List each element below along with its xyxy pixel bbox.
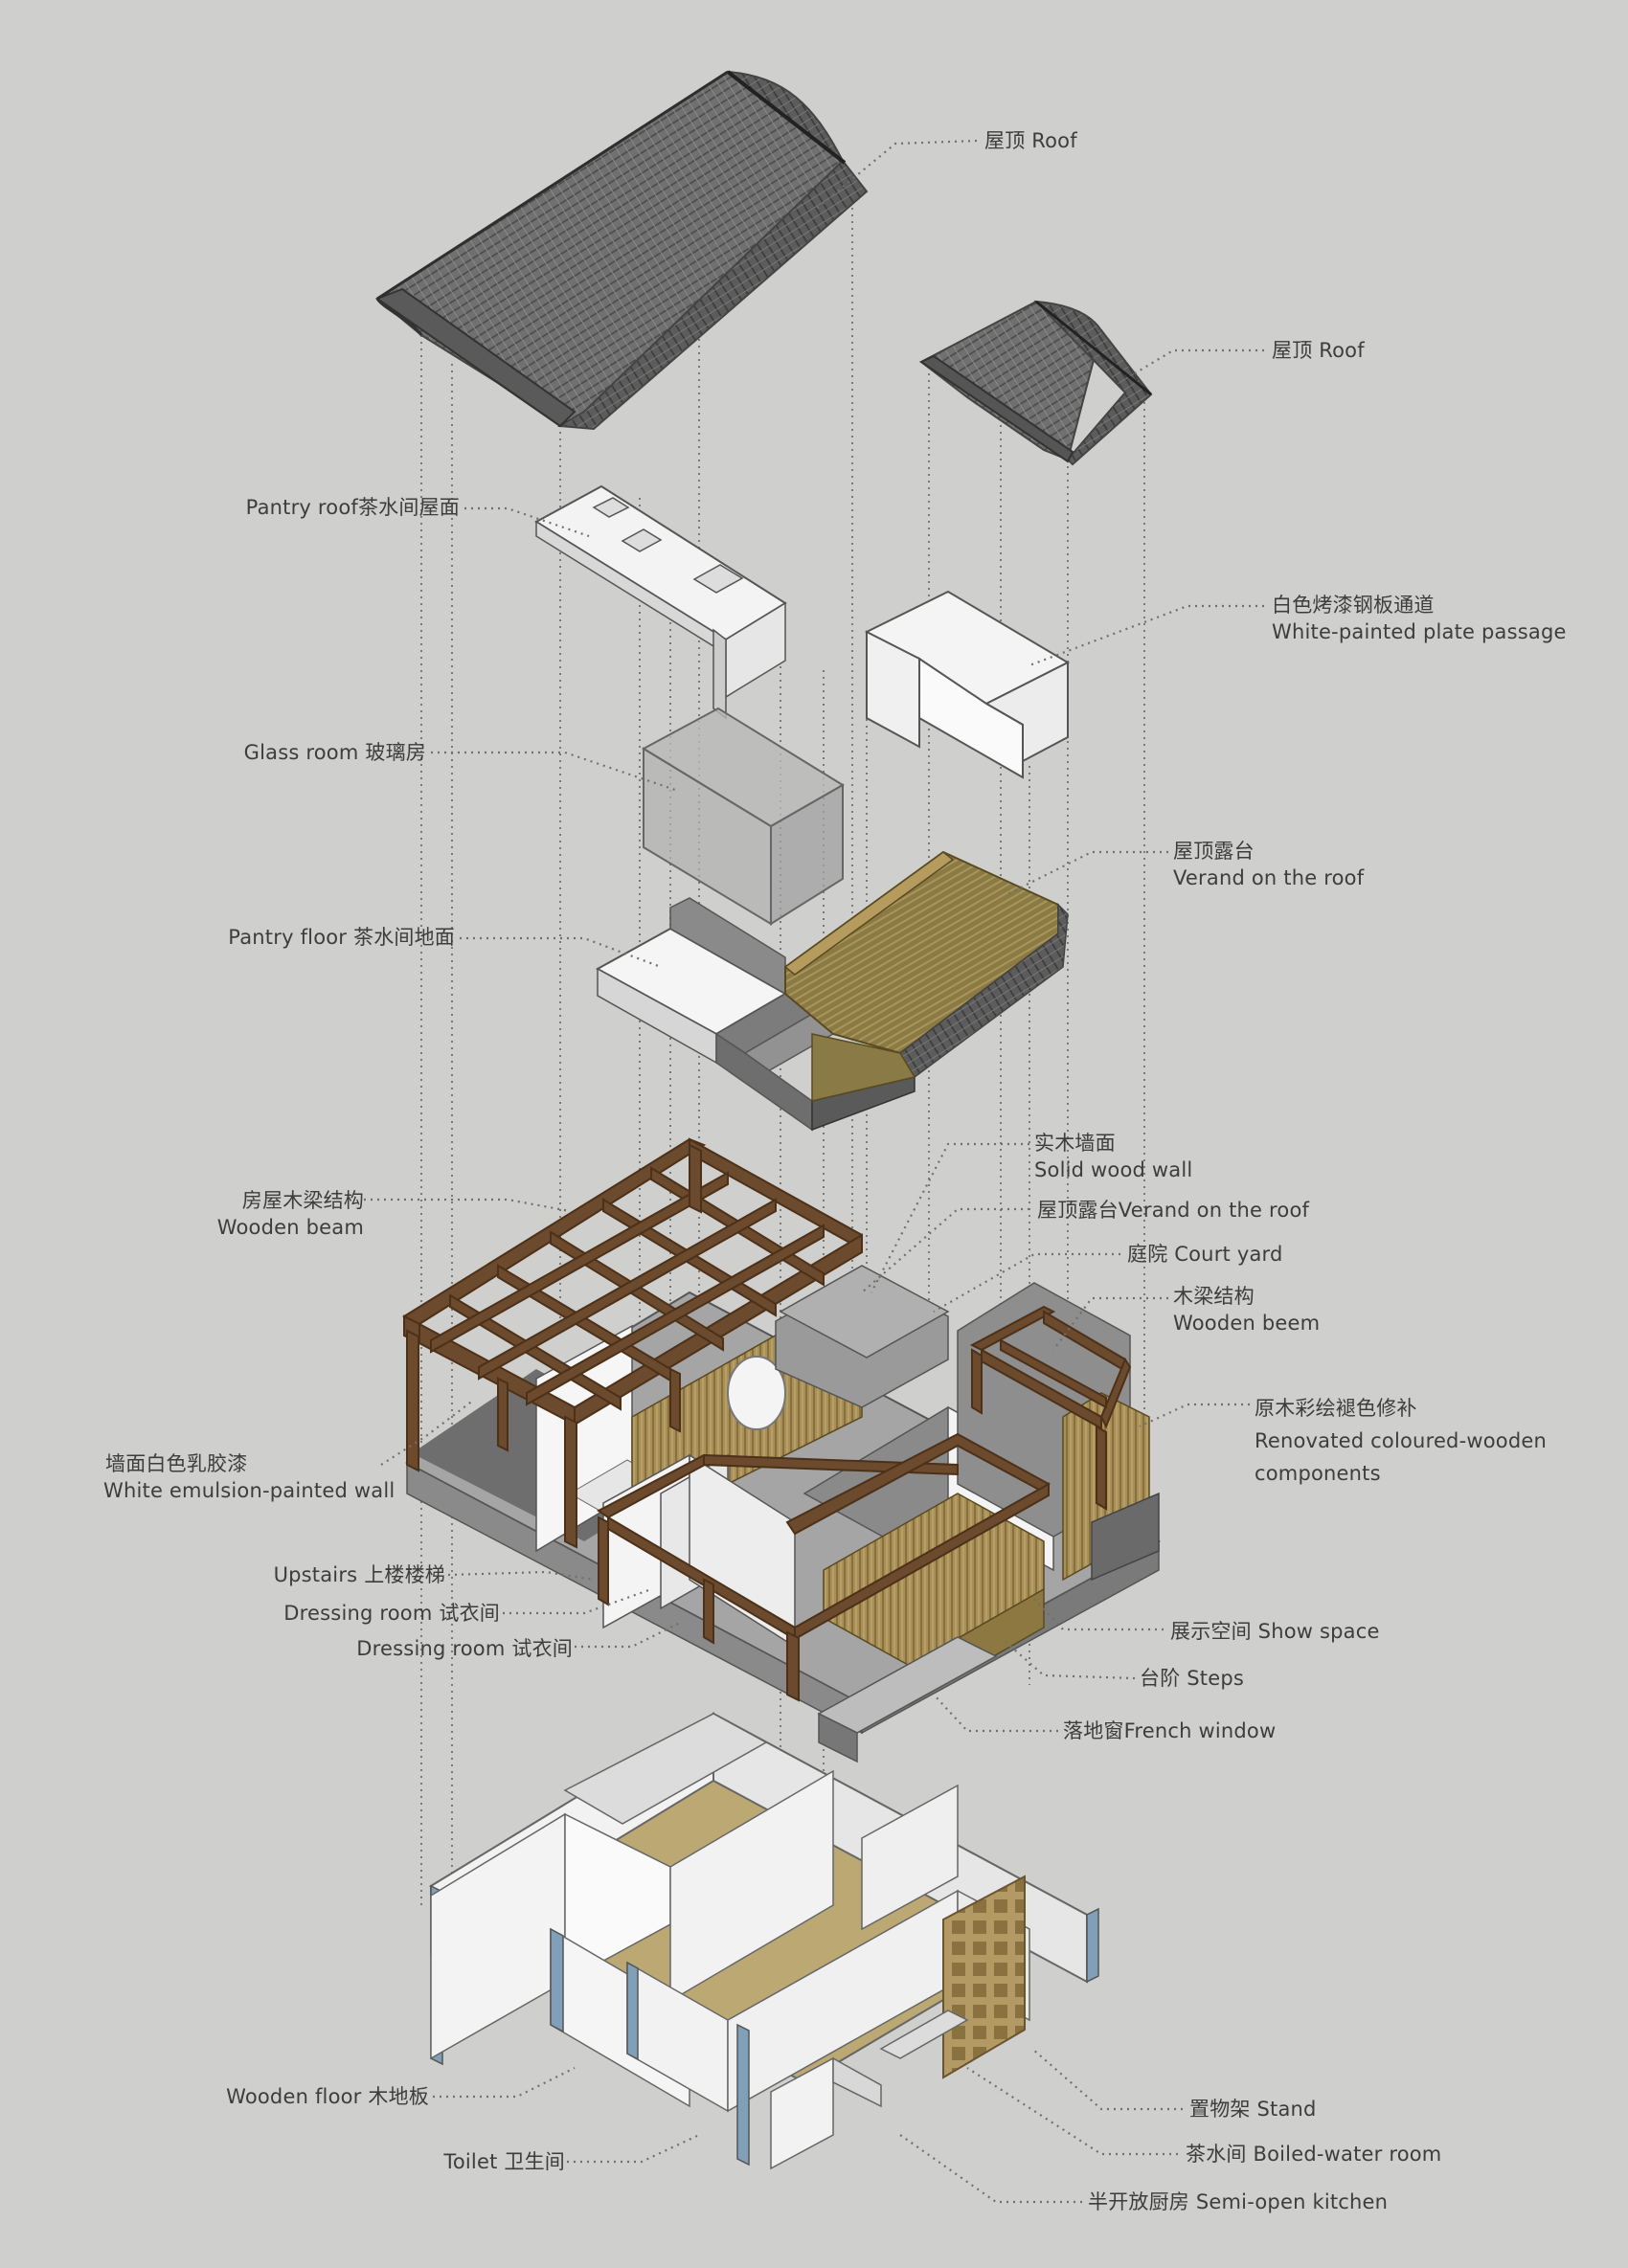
label-renovated-cn: 原木彩绘褪色修补 bbox=[1255, 1397, 1417, 1420]
label-upstairs: Upstairs 上楼楼梯 bbox=[273, 1563, 445, 1586]
label-wooden-floor: Wooden floor 木地板 bbox=[226, 2085, 429, 2108]
small-roof bbox=[918, 300, 1153, 466]
label-steps: 台阶 Steps bbox=[1140, 1667, 1245, 1690]
label-beem-en: Wooden beem bbox=[1173, 1312, 1321, 1335]
small-wood-frame bbox=[969, 1305, 1132, 1511]
label-roof-small: 屋顶 Roof bbox=[1272, 339, 1365, 362]
glass-room bbox=[641, 707, 845, 926]
label-white-wall-cn: 墙面白色乳胶漆 bbox=[105, 1452, 248, 1475]
label-white-wall: 墙面白色乳胶漆 White emulsion-painted wall bbox=[103, 1450, 395, 1504]
label-french-window: 落地窗French window bbox=[1063, 1719, 1277, 1742]
leader-lines bbox=[364, 139, 1264, 2204]
label-dressing-room-2: Dressing room 试衣间 bbox=[356, 1637, 573, 1660]
label-beem-cn: 木梁结构 bbox=[1173, 1285, 1255, 1308]
label-plate-passage: 白色烤漆钢板通道 White-painted plate passage bbox=[1272, 592, 1567, 645]
label-wooden-beam: 房屋木梁结构 Wooden beam bbox=[172, 1187, 364, 1241]
label-court-yard: 庭院 Court yard bbox=[1127, 1243, 1283, 1266]
show-space-frame bbox=[597, 1432, 1051, 1702]
label-white-wall-en: White emulsion-painted wall bbox=[103, 1479, 396, 1502]
label-renovated-en1: Renovated coloured-wooden bbox=[1255, 1429, 1547, 1452]
label-plate-passage-en: White-painted plate passage bbox=[1272, 620, 1567, 643]
label-stand: 置物架 Stand bbox=[1189, 2098, 1317, 2121]
main-roof bbox=[374, 70, 869, 431]
label-solid-wood-wall: 实木墙面 Solid wood wall bbox=[1034, 1130, 1192, 1183]
pantry-floor-and-veranda bbox=[595, 850, 1069, 1132]
label-semi-open-kitchen: 半开放厨房 Semi-open kitchen bbox=[1088, 2190, 1389, 2213]
label-veranda-roof-en: Verand on the roof bbox=[1173, 866, 1365, 889]
wooden-beam-frame bbox=[401, 1137, 863, 1549]
label-wooden-beam-cn: 房屋木梁结构 bbox=[241, 1189, 364, 1212]
label-solid-wood-cn: 实木墙面 bbox=[1034, 1132, 1116, 1155]
label-wooden-beam-en: Wooden beam bbox=[216, 1216, 364, 1239]
label-roof-main: 屋顶 Roof bbox=[984, 129, 1077, 152]
label-renovated-en2: components bbox=[1255, 1462, 1381, 1485]
label-toilet: Toilet 卫生间 bbox=[443, 2150, 565, 2173]
label-veranda-roof-cn: 屋顶露台 bbox=[1173, 840, 1255, 863]
label-boiled-water-room: 茶水间 Boiled-water room bbox=[1186, 2143, 1442, 2166]
label-dressing-room-1: Dressing room 试衣间 bbox=[283, 1602, 500, 1625]
label-glass-room: Glass room 玻璃房 bbox=[243, 741, 426, 764]
pantry-roof-slab bbox=[534, 484, 787, 720]
label-solid-wood-en: Solid wood wall bbox=[1034, 1158, 1193, 1181]
label-plate-passage-cn: 白色烤漆钢板通道 bbox=[1272, 594, 1435, 617]
label-show-space: 展示空间 Show space bbox=[1170, 1620, 1380, 1643]
label-wooden-beem: 木梁结构 Wooden beem bbox=[1173, 1283, 1320, 1336]
ground-floor bbox=[428, 1712, 1099, 2170]
white-plate-passage bbox=[864, 590, 1071, 779]
label-pantry-roof: Pantry roof茶水间屋面 bbox=[245, 496, 460, 519]
label-veranda-roof: 屋顶露台 Verand on the roof bbox=[1173, 838, 1364, 891]
label-renovated-components: 原木彩绘褪色修补 Renovated coloured-wooden compo… bbox=[1255, 1392, 1547, 1490]
label-veranda-roof-2: 屋顶露台Verand on the roof bbox=[1037, 1199, 1310, 1222]
label-pantry-floor: Pantry floor 茶水间地面 bbox=[228, 926, 455, 949]
